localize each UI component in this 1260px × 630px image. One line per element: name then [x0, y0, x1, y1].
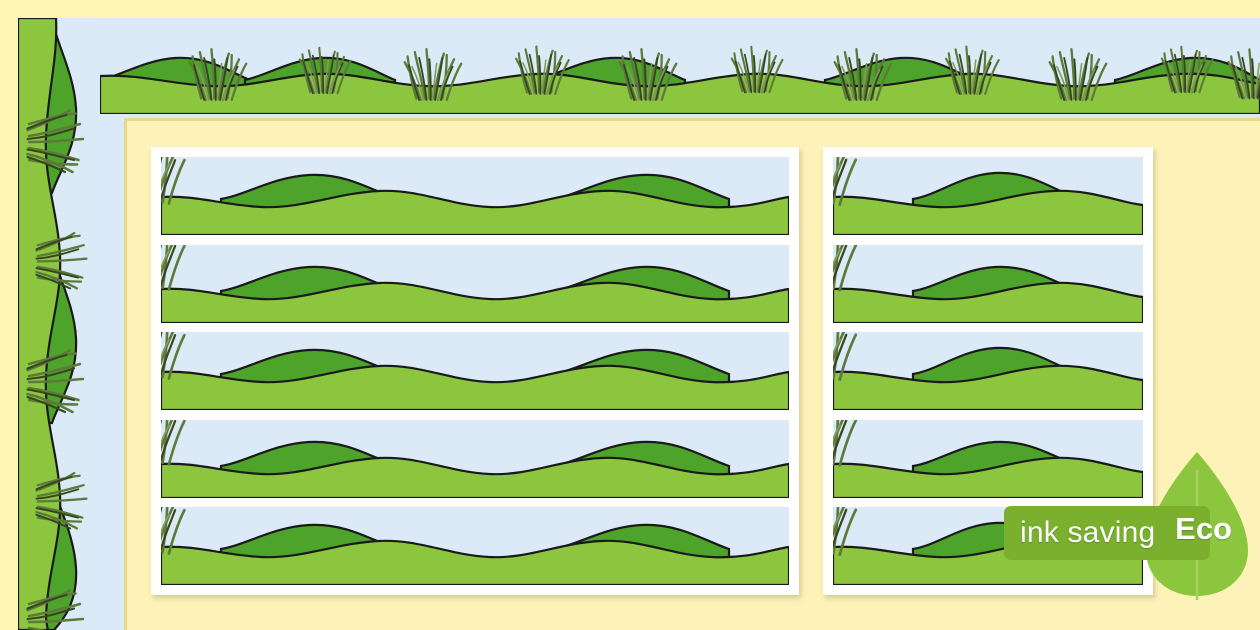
grass-strip-wide-1[interactable] [161, 157, 789, 235]
page-region [124, 118, 1260, 630]
wide-sheet[interactable] [151, 147, 799, 595]
top-grass-border [100, 36, 1260, 114]
strip-art [161, 507, 789, 585]
grass-strip-narrow-4[interactable] [833, 419, 1143, 498]
grass-strip-wide-4[interactable] [161, 419, 789, 498]
strip-art [161, 419, 789, 498]
left-border-artwork [18, 18, 98, 630]
sheets-container [151, 147, 1260, 630]
strip-art [161, 157, 789, 235]
strip-art [833, 157, 1143, 235]
strip-art [161, 244, 789, 323]
grass-strip-narrow-1[interactable] [833, 157, 1143, 235]
grass-strip-wide-3[interactable] [161, 332, 789, 410]
strip-art [833, 332, 1143, 410]
eco-label: Eco [1175, 511, 1232, 546]
left-border-svg [18, 18, 98, 630]
narrow-sheet[interactable] [823, 147, 1153, 595]
strip-art [161, 332, 789, 410]
ink-saving-label: ink saving [1020, 516, 1156, 549]
top-border-artwork [100, 36, 1260, 114]
grass-strip-wide-2[interactable] [161, 244, 789, 323]
strip-art [833, 244, 1143, 323]
grass-strip-narrow-3[interactable] [833, 332, 1143, 410]
grass-strip-narrow-2[interactable] [833, 244, 1143, 323]
left-grass-border [18, 18, 98, 630]
eco-badge: ink saving Eco [1004, 450, 1254, 600]
strip-art [833, 419, 1143, 498]
ink-saving-bar: ink saving [1004, 506, 1210, 560]
grass-strip-wide-5[interactable] [161, 507, 789, 585]
